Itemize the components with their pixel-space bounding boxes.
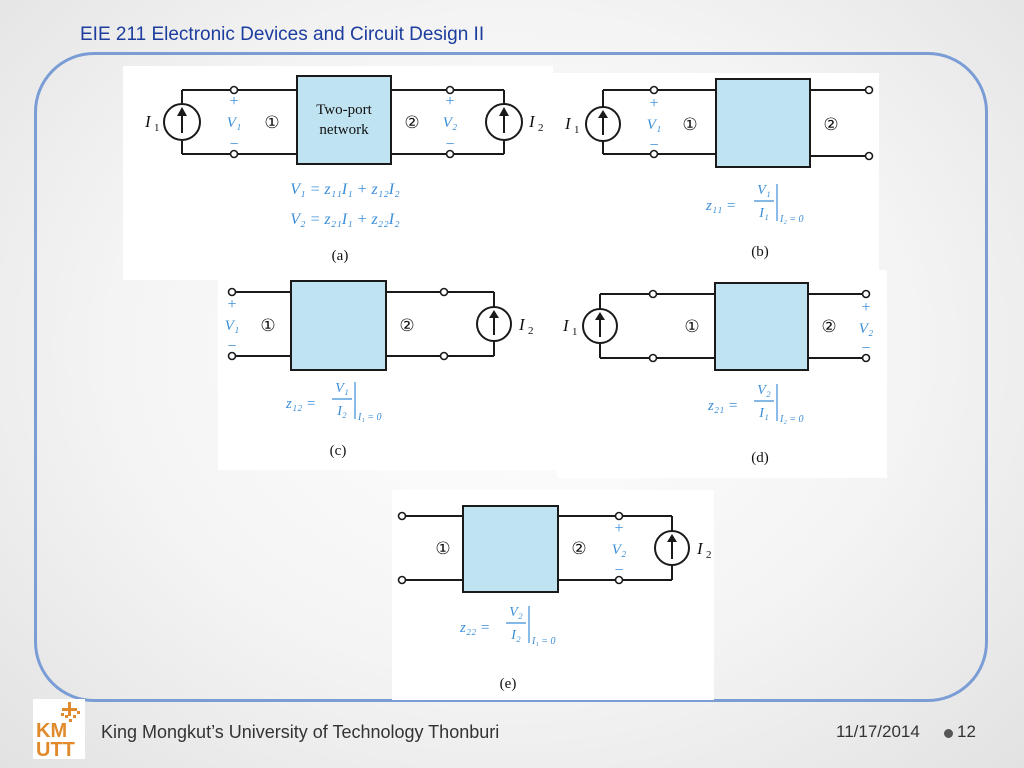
source-label-i1: I	[144, 112, 152, 131]
port2-label: ②	[823, 115, 838, 134]
source-label: I	[696, 539, 704, 558]
voltage-label-v1: V₁	[227, 115, 241, 131]
port1-label: ①	[682, 115, 697, 134]
current-source-icon	[476, 306, 512, 342]
formula-lhs: z₂₂ =	[459, 620, 490, 636]
footer-separator-dot	[944, 729, 953, 738]
minus-sign: −	[229, 136, 238, 153]
svg-text:UTT: UTT	[36, 739, 75, 759]
plus-sign: +	[861, 299, 870, 316]
box-label-line1: Two-port	[316, 102, 372, 118]
formula-denominator: I₁	[758, 206, 769, 221]
panel-d-circuit	[582, 293, 864, 359]
current-source-icon	[582, 308, 618, 344]
minus-sign: −	[445, 136, 454, 153]
panel-b-circuit	[585, 89, 867, 157]
caption-b: (b)	[751, 244, 769, 260]
equation-v2: V₂ = z₂₁I₁ + z₂₂I₂	[290, 211, 400, 228]
port2-label: ②	[399, 316, 414, 335]
two-port-box-c	[290, 280, 387, 371]
panel-a-circuit	[163, 89, 523, 155]
formula-condition: I₁ = 0	[531, 636, 556, 647]
formula-condition: I₂ = 0	[779, 214, 804, 225]
footer-date: 11/17/2014	[836, 722, 920, 741]
current-source-i1-icon	[163, 103, 201, 141]
formula-condition: I₁ = 0	[357, 412, 382, 423]
port1-label: ①	[260, 316, 275, 335]
voltage-label-v2: V₂	[612, 542, 626, 558]
voltage-label-v2: V₂	[443, 115, 457, 131]
formula-denominator: I₁	[758, 406, 769, 421]
formula-numerator: V₂	[757, 383, 771, 398]
caption-c: (c)	[330, 443, 347, 459]
port2-label: ②	[404, 113, 419, 132]
port2-label: ②	[571, 539, 586, 558]
minus-sign: −	[614, 562, 623, 579]
source-label-i2: I	[528, 112, 536, 131]
caption-a: (a)	[332, 248, 349, 264]
voltage-label-v1: V₁	[225, 318, 239, 334]
two-port-box-e	[462, 505, 559, 593]
current-source-icon	[585, 106, 621, 142]
minus-sign: −	[861, 340, 870, 357]
formula-condition: I₂ = 0	[779, 414, 804, 425]
formula-lhs: z₂₁ =	[707, 398, 738, 414]
minus-sign: −	[649, 137, 658, 154]
formula-lhs: z₁₁ =	[705, 198, 736, 214]
panel-c-background	[218, 270, 558, 470]
source-label: I	[564, 114, 572, 133]
current-source-icon	[654, 530, 690, 566]
plus-sign: +	[445, 93, 454, 110]
plus-sign: +	[227, 296, 236, 313]
plus-sign: +	[614, 520, 623, 537]
formula-denominator: I₂	[510, 628, 521, 643]
port1-label: ①	[435, 539, 450, 558]
caption-d: (d)	[751, 450, 769, 466]
two-port-box-b	[715, 78, 811, 168]
equation-v1: V₁ = z₁₁I₁ + z₁₂I₂	[290, 181, 400, 198]
port1-label: ①	[264, 113, 279, 132]
formula-numerator: V₁	[757, 183, 770, 198]
footer-institution: King Mongkut’s University of Technology …	[101, 722, 500, 742]
svg-text:KM: KM	[36, 720, 67, 742]
formula-numerator: V₁	[335, 381, 348, 396]
source-sub-i2: 2	[538, 122, 544, 134]
two-port-box-a	[296, 75, 392, 165]
port1-label: ①	[684, 317, 699, 336]
footer-page-number: 12	[957, 722, 976, 741]
current-source-i2-icon	[485, 103, 523, 141]
source-sub: 1	[572, 326, 578, 338]
formula-numerator: V₂	[509, 605, 523, 620]
minus-sign: −	[227, 338, 236, 355]
caption-e: (e)	[500, 676, 517, 692]
formula-lhs: z₁₂ =	[285, 396, 316, 412]
source-label: I	[562, 316, 570, 335]
port2-label: ②	[821, 317, 836, 336]
box-label-line2: network	[319, 122, 369, 138]
source-sub-i1: 1	[154, 122, 160, 134]
source-sub: 1	[574, 124, 580, 136]
content-frame	[34, 52, 988, 702]
voltage-label-v2: V₂	[859, 321, 873, 337]
slide-title: EIE 211 Electronic Devices and Circuit D…	[80, 24, 485, 45]
voltage-label-v1: V₁	[647, 117, 661, 133]
source-label: I	[518, 315, 526, 334]
two-port-box-d	[714, 282, 809, 371]
kmutt-logo-icon: KM UTT	[33, 699, 85, 759]
formula-denominator: I₂	[336, 404, 347, 419]
source-sub: 2	[528, 325, 534, 337]
source-sub: 2	[706, 549, 712, 561]
plus-sign: +	[649, 95, 658, 112]
plus-sign: +	[229, 93, 238, 110]
